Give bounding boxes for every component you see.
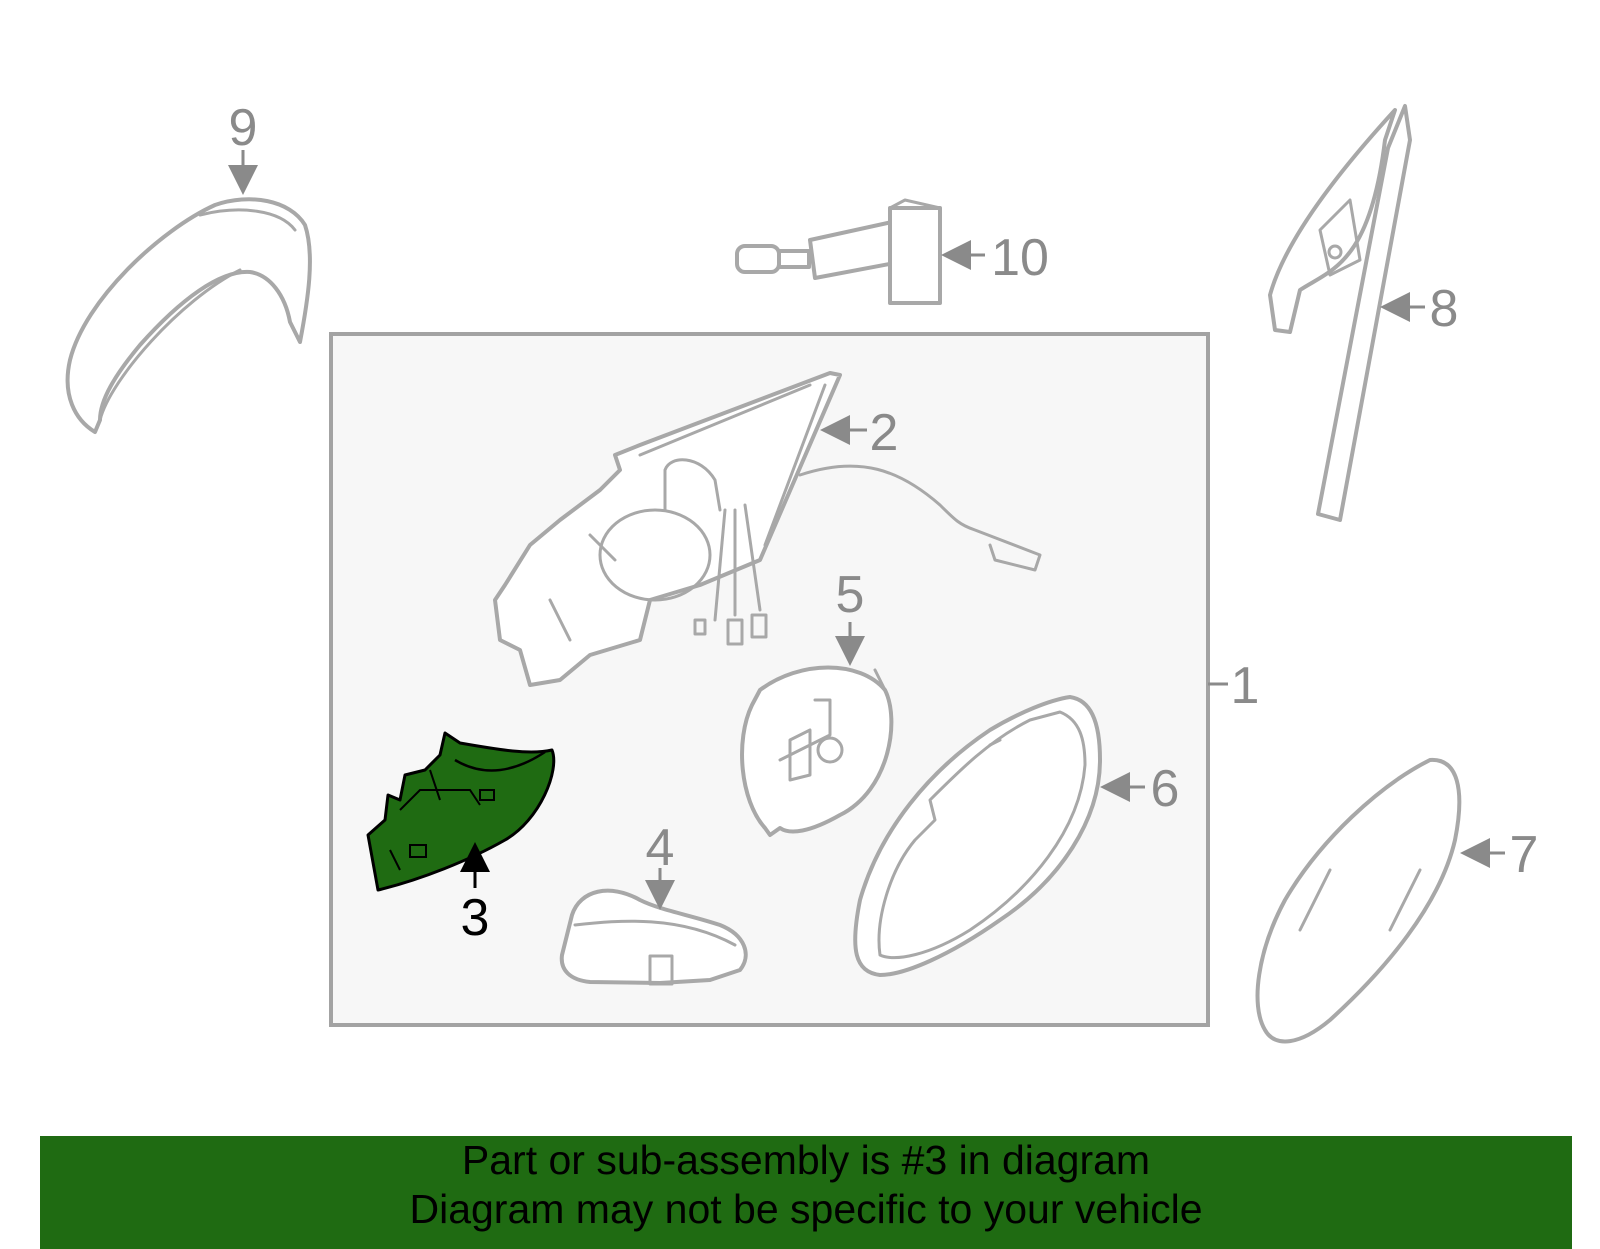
callout-1: 1 [1231,657,1260,715]
part-9-mirror-cap [65,197,312,434]
part-6-mirror-frame [853,695,1102,977]
part-2-mirror-base [493,371,1042,687]
callout-8: 8 [1430,280,1459,338]
info-banner: Part or sub-assembly is #3 in diagram Di… [40,1136,1572,1249]
banner-line-1: Part or sub-assembly is #3 in diagram [461,1137,1151,1183]
callout-3: 3 [461,889,490,947]
part-10-motor [735,198,942,305]
callout-2: 2 [870,404,899,462]
callout-7: 7 [1510,826,1539,884]
callout-5: 5 [836,566,865,624]
callout-6: 6 [1151,760,1180,818]
part-8-signal-lamp [1268,104,1412,522]
part-5-actuator [740,665,894,837]
callout-9: 9 [229,99,258,157]
part-3-mirror-housing [366,731,556,892]
callout-4: 4 [646,819,675,877]
part-7-mirror-glass [1255,757,1462,1044]
banner-line-2: Diagram may not be specific to your vehi… [409,1186,1203,1232]
part-4-lower-cover [559,888,748,986]
callout-10: 10 [991,229,1049,287]
